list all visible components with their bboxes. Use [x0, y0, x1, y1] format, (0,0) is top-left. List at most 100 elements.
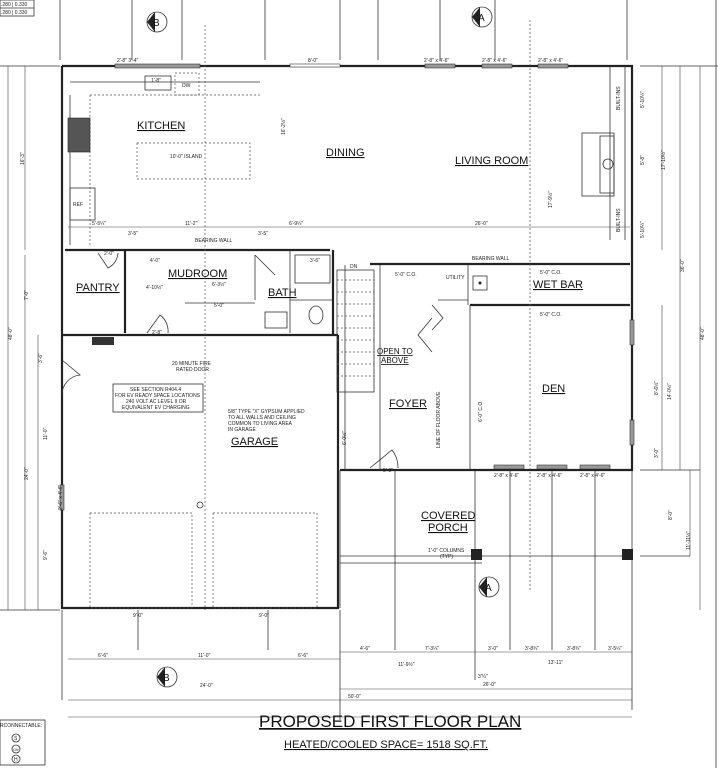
dim-text: 14'-0½" [666, 383, 673, 400]
cased-opening-label: 6'-0" C.O. [478, 400, 484, 422]
dim-text: 3'-6" [310, 258, 320, 264]
table-row: .280 | 0.330 [1, 2, 28, 8]
dim-text: 2'-8" x 4'-6" [537, 473, 562, 479]
dim-text: 9'-0" [259, 613, 269, 619]
dim-text: 4'-0" [150, 258, 160, 264]
room-wet-bar: WET BAR [533, 279, 583, 291]
doors [61, 252, 444, 469]
cased-opening-label: 5'-0" C.O. [395, 272, 417, 278]
bearing-wall-label: BEARING WALL [195, 238, 233, 244]
legend-fragment: RCONNECTABLE: S CM H [0, 719, 46, 766]
built-ins-label: BUILT-INS [616, 86, 622, 110]
section-marker-a-bottom: A [478, 576, 500, 598]
dim-text: 11'-0" [43, 427, 49, 440]
cased-opening-label: 5'-0" C.O. [540, 312, 562, 318]
section-marker-b-bottom: B [156, 666, 178, 688]
ev-note-box [112, 383, 204, 413]
plan-subtitle: HEATED/COOLED SPACE= 1518 SQ.FT. [284, 739, 488, 751]
legend-co: CM [13, 748, 19, 752]
dim-text: 2'-6" x 4'-6" [58, 485, 64, 510]
dim-text: 26'-0" [475, 221, 488, 227]
kitchen-fixtures: 1'-8" DW REF 10'-0" ISLAND [67, 20, 531, 610]
schedule-table-fragment: .280 | 0.330 .280 | 0.330 [0, 0, 35, 17]
stair-down-label: DN [350, 264, 358, 270]
dishwasher-label: DW [182, 83, 191, 89]
walls [60, 64, 634, 610]
dim-text: 6'-0½" [341, 431, 348, 445]
room-mudroom: MUDROOM [168, 268, 227, 280]
cased-opening-label: 5'-0" C.O. [540, 270, 562, 276]
plan-title: PROPOSED FIRST FLOOR PLAN [259, 712, 521, 731]
dim-text: 17'-9½" [547, 191, 554, 208]
dim-text: 9'-0" [133, 613, 143, 619]
dim-text: 5'-8" [383, 468, 393, 474]
bearing-wall-label: BEARING WALL [472, 256, 510, 262]
dim-text: 5'-5¼" [92, 221, 106, 227]
dim-text: 17'-10½" [660, 150, 667, 170]
section-label: B [153, 18, 160, 29]
dim-text: 8'-0" [308, 58, 318, 64]
columns-note: 1'-0" COLUMNS [428, 548, 465, 554]
columns-note: (TYP) [440, 554, 453, 560]
column [471, 549, 482, 560]
ev-note: EQUIVALENT EV CHARGING [122, 405, 190, 411]
ref-label: REF [73, 202, 83, 208]
ev-note: SEE SECTION R404.4 [130, 387, 181, 393]
covered-porch [340, 549, 633, 564]
section-label: A [478, 13, 485, 24]
dim-text: 26'-0" [483, 682, 496, 688]
legend-heat: H [14, 757, 18, 763]
room-utility: UTILITY [446, 275, 465, 281]
dim-text: 8'-0" [668, 510, 674, 520]
dim-text: 6'-6" [298, 653, 308, 659]
table-row: .280 | 0.330 [1, 10, 28, 16]
column [622, 549, 633, 560]
dim-text: 7'-0" [24, 290, 30, 300]
room-pantry: PANTRY [76, 282, 120, 294]
dim-text: 11'-2" [185, 221, 198, 227]
sink [144, 75, 172, 91]
dim-text: 3'-8¾" [525, 646, 539, 652]
section-label: B [163, 673, 170, 684]
dim-text: 16'-3" [20, 152, 26, 165]
sink-size: 1'-8" [151, 78, 161, 84]
dim-text: 4'-10½" [146, 284, 163, 291]
section-marker-a-top: A [471, 6, 493, 28]
dim-text: 8'-6½" [653, 381, 660, 395]
ev-note: FOR EV READY SPACE LOCATIONS [115, 393, 201, 399]
dim-text: 2'-0" [104, 251, 114, 257]
built-ins-label: BUILT-INS [616, 208, 622, 232]
dim-text: 3'-8¾" [567, 646, 581, 652]
dim-text: 9'-6" [43, 550, 49, 560]
dim-text: 6'-6" [98, 653, 108, 659]
dim-text: 11'-0" [198, 653, 211, 659]
fireplace: BUILT-INS BUILT-INS [581, 86, 622, 232]
dim-text: 2'-8" 3'-4" [117, 58, 139, 64]
ev-charger [92, 337, 114, 345]
room-foyer: FOYER [389, 398, 427, 410]
dim-text: 2'-8" x 4'-6" [494, 473, 519, 479]
dim-text: 24'-0" [200, 683, 213, 689]
dim-text: 13'-11" [548, 660, 563, 666]
room-porch-2: PORCH [428, 522, 468, 534]
room-kitchen: KITCHEN [137, 120, 185, 132]
gypsum-note: IN GARAGE [228, 427, 256, 433]
dim-text: 3'-0" [654, 448, 660, 458]
room-living: LIVING ROOM [455, 155, 528, 167]
dim-text: 2'-8" x 4'-6" [424, 58, 449, 64]
dim-text: 48'-0" [8, 327, 14, 340]
dim-text: 6'-3½" [212, 281, 226, 288]
dim-text: 3'-5¼" [608, 646, 622, 652]
extension-lines [0, 0, 718, 720]
dim-text: 5'-10¼" [640, 221, 646, 238]
dishwasher [174, 72, 200, 96]
dim-text: 7'-3¼" [425, 646, 439, 652]
dim-text: 36'-0" [680, 259, 686, 272]
dim-text: 3'-5" [258, 231, 268, 237]
room-bath: BATH [268, 287, 297, 299]
room-den: DEN [542, 383, 565, 395]
dim-text: 5'-10¼" [640, 91, 646, 108]
ev-note: 240 VOLT AC LEVEL II OR [126, 399, 187, 405]
dimension-lines [7, 66, 701, 718]
